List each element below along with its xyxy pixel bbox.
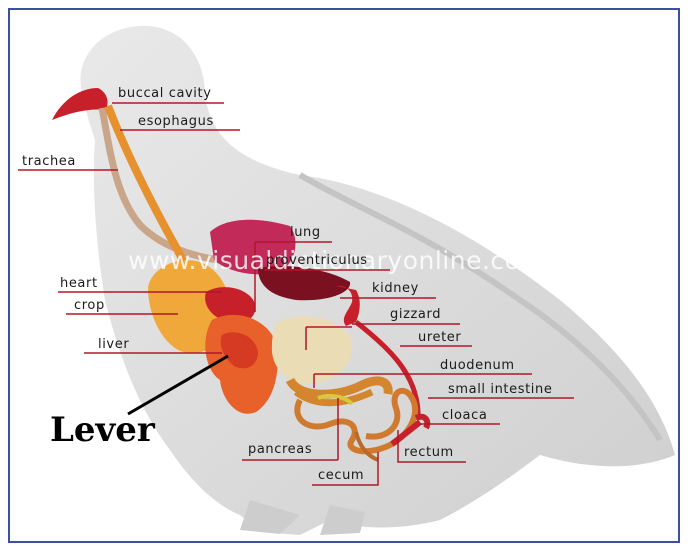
- label-rectum: rectum: [404, 445, 454, 460]
- label-cloaca: cloaca: [442, 408, 487, 423]
- label-heart: heart: [60, 276, 98, 291]
- label-duodenum: duodenum: [440, 358, 515, 373]
- label-cecum: cecum: [318, 468, 364, 483]
- label-trachea: trachea: [22, 154, 76, 169]
- label-proventriculus: proventriculus: [266, 253, 368, 268]
- label-liver: liver: [98, 337, 129, 352]
- label-buccal-cavity: buccal cavity: [118, 86, 212, 101]
- lever-annotation: Lever: [50, 410, 155, 450]
- label-esophagus: esophagus: [138, 114, 214, 129]
- label-kidney: kidney: [372, 281, 419, 296]
- label-ureter: ureter: [418, 330, 461, 345]
- label-small-intestine: small intestine: [448, 382, 552, 397]
- label-gizzard: gizzard: [390, 307, 441, 322]
- label-pancreas: pancreas: [248, 442, 312, 457]
- label-crop: crop: [74, 298, 105, 313]
- label-lung: lung: [290, 225, 321, 240]
